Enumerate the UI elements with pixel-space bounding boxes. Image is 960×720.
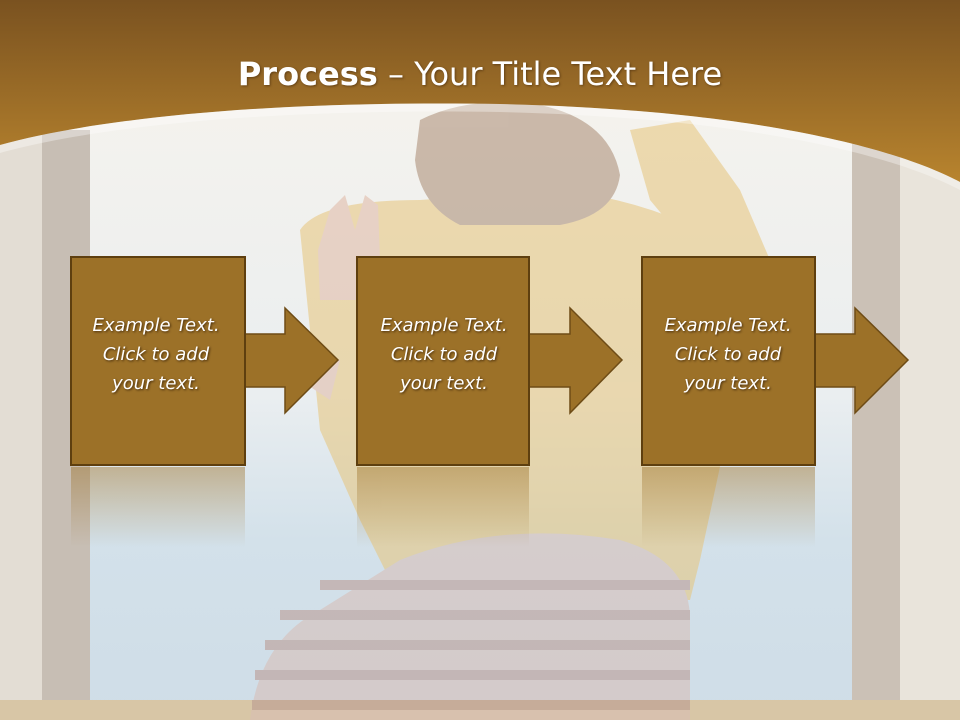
process-step-3[interactable] bbox=[641, 256, 910, 547]
step-1-box bbox=[70, 256, 246, 466]
step-3-line-3: your text. bbox=[684, 373, 772, 394]
title-rest: – Your Title Text Here bbox=[377, 55, 723, 93]
step-2-box bbox=[356, 256, 530, 466]
step-1-reflection bbox=[71, 467, 245, 547]
step-2-line-3: your text. bbox=[400, 373, 488, 394]
step-2-arrow bbox=[528, 306, 624, 415]
step-1-text[interactable]: Example Text. Click to add your text. bbox=[71, 311, 241, 398]
step-3-box bbox=[641, 256, 816, 466]
step-1-line-2: Click to add bbox=[102, 344, 210, 365]
step-2-line-2: Click to add bbox=[390, 344, 498, 365]
step-3-line-2: Click to add bbox=[674, 344, 782, 365]
process-step-2[interactable] bbox=[356, 256, 624, 547]
step-3-reflection bbox=[642, 467, 815, 547]
process-step-1[interactable] bbox=[70, 256, 340, 547]
header-band bbox=[0, 0, 960, 182]
window-frame-right bbox=[900, 130, 960, 720]
step-2-reflection bbox=[357, 467, 529, 547]
step-1-line-1: Example Text. bbox=[92, 315, 220, 336]
window-frame-left bbox=[0, 130, 42, 720]
step-2-text[interactable]: Example Text. Click to add your text. bbox=[359, 311, 529, 398]
step-3-text[interactable]: Example Text. Click to add your text. bbox=[643, 311, 813, 398]
step-1-arrow bbox=[244, 306, 340, 415]
step-2-line-1: Example Text. bbox=[380, 315, 508, 336]
step-3-line-1: Example Text. bbox=[664, 315, 792, 336]
window-frame-right-inner bbox=[852, 130, 900, 720]
header-highlight bbox=[0, 103, 960, 190]
step-1-line-3: your text. bbox=[112, 373, 200, 394]
slide-title[interactable]: Process – Your Title Text Here bbox=[0, 50, 960, 98]
title-bold: Process bbox=[237, 55, 378, 93]
step-3-arrow bbox=[814, 306, 910, 415]
